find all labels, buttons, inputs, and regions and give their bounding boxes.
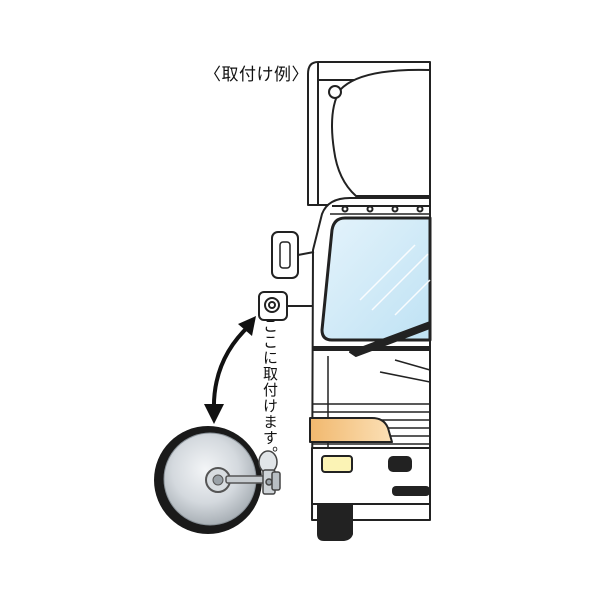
windshield-glare [359, 244, 431, 316]
turn-signal [309, 417, 393, 443]
windshield [320, 216, 432, 342]
front-tire [317, 503, 353, 541]
headlight [321, 455, 353, 473]
bumper-slot [392, 486, 430, 496]
installation-example-caption: 〈取付け例〉 [204, 65, 309, 85]
install-here-label: ここに取付けます。 [261, 318, 279, 462]
fog-light [388, 456, 412, 472]
truck [258, 61, 432, 541]
mounting-bracket [258, 450, 281, 495]
mounting-point-mirror [258, 291, 313, 321]
upper-side-mirror [271, 231, 315, 279]
curved-double-arrow-icon [204, 316, 256, 424]
cargo-box [307, 61, 431, 206]
convex-mirror [154, 426, 273, 534]
